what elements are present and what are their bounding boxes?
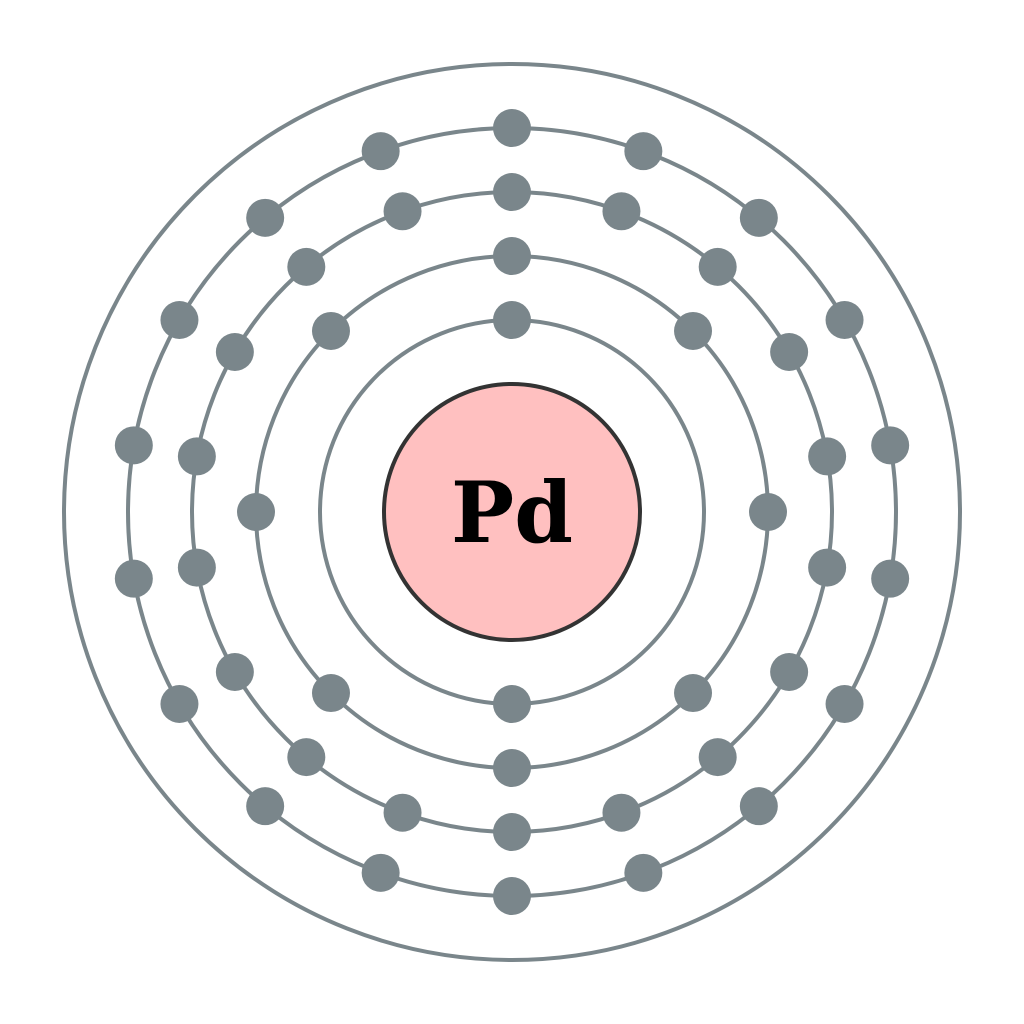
electron-shell-2 bbox=[311, 674, 350, 713]
electron-shell-4 bbox=[361, 853, 400, 892]
nucleus-circle bbox=[382, 382, 642, 642]
electron-shell-2 bbox=[749, 493, 787, 531]
element-symbol: Pd bbox=[451, 463, 573, 562]
electron-shell-2 bbox=[493, 749, 531, 787]
electron-shell-4 bbox=[114, 426, 153, 465]
electron-shell-4 bbox=[739, 787, 778, 826]
electron-shell-4 bbox=[493, 109, 531, 147]
electron-shell-4 bbox=[871, 426, 910, 465]
electron-shell-3 bbox=[770, 333, 809, 371]
nucleus: Pd bbox=[382, 382, 642, 642]
electron-shell-3 bbox=[770, 653, 809, 691]
electron-shell-2 bbox=[311, 311, 350, 350]
shell-5 bbox=[62, 62, 962, 962]
electron-shell-3 bbox=[602, 793, 641, 832]
electrons bbox=[114, 109, 910, 915]
electron-shell-4 bbox=[871, 559, 910, 598]
electron-shell-2 bbox=[674, 311, 713, 350]
electron-shell-3 bbox=[287, 247, 326, 286]
electron-shell-3 bbox=[177, 437, 216, 476]
electron-shell-4 bbox=[246, 198, 285, 237]
electron-shell-3 bbox=[698, 738, 737, 777]
electron-shell-3 bbox=[383, 192, 422, 231]
electron-shell-4 bbox=[361, 132, 400, 171]
electron-shell-3 bbox=[287, 738, 326, 777]
electron-shell-4 bbox=[825, 685, 864, 723]
electron-shell-4 bbox=[624, 132, 663, 171]
electron-shell-4 bbox=[825, 301, 864, 339]
electron-shell-3 bbox=[808, 548, 847, 587]
electron-shell-3 bbox=[698, 247, 737, 286]
electron-shell-4 bbox=[246, 787, 285, 826]
electron-shell-3 bbox=[383, 793, 422, 832]
electron-shell-3 bbox=[177, 548, 216, 587]
electron-shell-4 bbox=[624, 853, 663, 892]
electron-shell-4 bbox=[739, 198, 778, 237]
electron-shell-3 bbox=[493, 173, 531, 211]
electron-shell-1 bbox=[493, 685, 531, 723]
electron-shell-3 bbox=[602, 192, 641, 231]
electron-shell-3 bbox=[493, 813, 531, 851]
electron-shell-4 bbox=[493, 877, 531, 915]
electron-shell-4 bbox=[160, 685, 199, 723]
electron-shell-4 bbox=[160, 301, 199, 339]
electron-shell-2 bbox=[493, 237, 531, 275]
electron-shell-3 bbox=[215, 333, 254, 371]
electron-shell-2 bbox=[237, 493, 275, 531]
electron-shell-2 bbox=[674, 674, 713, 713]
electron-shell-4 bbox=[114, 559, 153, 598]
electron-shell-3 bbox=[215, 653, 254, 691]
electron-shell-1 bbox=[493, 301, 531, 339]
electron-shell-3 bbox=[808, 437, 847, 476]
